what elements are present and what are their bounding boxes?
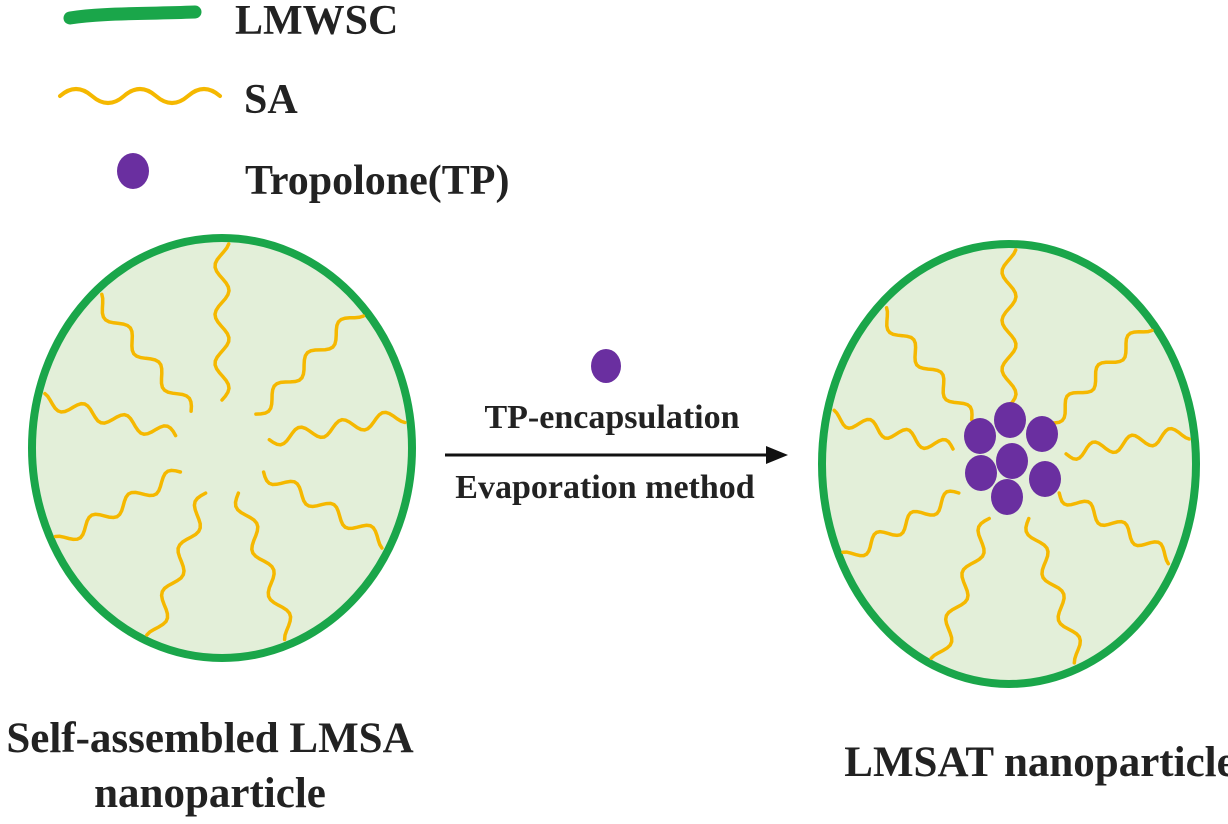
step-label-evaporation: Evaporation method	[455, 469, 755, 506]
legend-label-tropolone: Tropolone(TP)	[245, 158, 509, 204]
sa-chain	[1000, 248, 1018, 408]
arrow-head-icon	[766, 446, 788, 464]
sa-chain	[929, 516, 991, 661]
step-label-encapsulation: TP-encapsulation	[484, 399, 739, 436]
legend-item-tropolone: Tropolone(TP)	[117, 153, 509, 204]
sa-chain	[145, 491, 208, 637]
lmsa-sa-chains	[43, 242, 407, 642]
legend-label-lmwsc: LMWSC	[235, 0, 398, 44]
green-strand-icon	[63, 5, 202, 25]
lmsat-sa-chains	[832, 248, 1191, 665]
sa-chain	[841, 489, 961, 558]
sa-chain	[213, 242, 231, 402]
caption-lmsa-line1: Self-assembled LMSA	[6, 715, 413, 762]
sa-chain	[267, 410, 407, 447]
tropolone-dot-icon	[965, 455, 997, 491]
tropolone-dot-icon	[994, 402, 1026, 438]
yellow-wavy-line-icon	[58, 87, 222, 105]
caption-lmsat: LMSAT nanoparticle	[844, 739, 1228, 786]
legend-item-sa: SA	[58, 77, 298, 123]
sa-chain	[1064, 426, 1191, 462]
sa-chain	[1024, 516, 1083, 665]
sa-chain	[100, 292, 194, 413]
sa-chain	[884, 306, 974, 422]
lmsa-nanoparticle	[28, 234, 416, 662]
legend-item-lmwsc: LMWSC	[63, 0, 398, 44]
process-arrow: TP-encapsulation Evaporation method	[445, 349, 788, 506]
lmsat-nanoparticle	[818, 240, 1200, 688]
sa-chain	[233, 491, 293, 642]
sa-chain	[53, 468, 183, 542]
tropolone-dot-icon	[1026, 416, 1058, 452]
sa-chain	[1057, 491, 1171, 566]
captions: Self-assembled LMSA nanoparticle LMSAT n…	[6, 715, 1228, 817]
sa-chain	[261, 470, 384, 550]
tropolone-dot-icon	[1029, 461, 1061, 497]
caption-lmsa-line2: nanoparticle	[94, 770, 326, 817]
lmsa-particle-shell	[28, 234, 416, 662]
legend: LMWSC SA Tropolone(TP)	[58, 0, 509, 204]
tropolone-core	[964, 402, 1061, 515]
sa-chain	[254, 314, 366, 416]
sa-chain	[832, 408, 955, 451]
tropolone-dot-icon	[964, 418, 996, 454]
tropolone-dot-icon	[996, 443, 1028, 479]
sa-chain	[1048, 328, 1154, 425]
purple-dot-icon	[117, 153, 149, 189]
sa-chain	[43, 391, 178, 438]
legend-label-sa: SA	[244, 77, 298, 123]
tropolone-dot-icon	[591, 349, 621, 383]
tropolone-dot-icon	[991, 479, 1023, 515]
